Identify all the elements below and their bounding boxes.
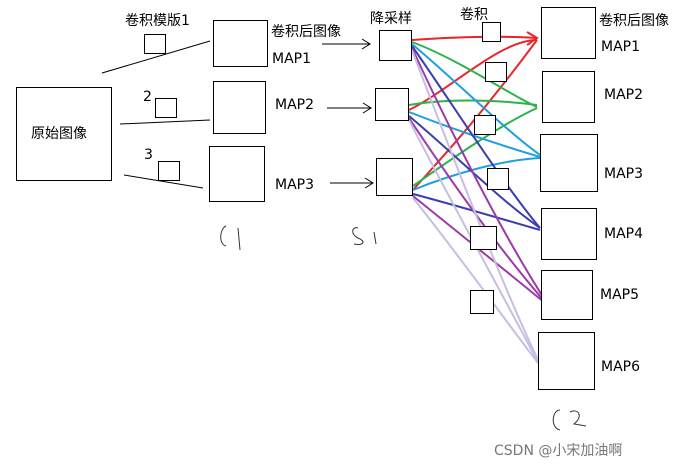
- c2-map-5: [541, 270, 593, 320]
- c2-map-2-label: MAP2: [604, 87, 644, 103]
- s1-header: 降采样: [370, 11, 412, 27]
- kernel-1: [144, 34, 166, 54]
- kernel-2-label: 2: [143, 89, 152, 105]
- handwritten-marks: [220, 225, 587, 431]
- conv-kernel-1: [482, 22, 501, 42]
- kernel-3: [158, 161, 180, 181]
- c2-map-2: [542, 71, 595, 123]
- csdn-watermark: CSDN @小宋加油啊: [494, 443, 623, 459]
- c1-map-3-label: MAP3: [275, 177, 315, 193]
- c1-line-3: [123, 174, 204, 189]
- conv-kernel-4: [487, 168, 509, 190]
- input-image-box: [16, 87, 112, 181]
- c1-line-1: [101, 40, 211, 74]
- conv-kernel-6: [470, 290, 494, 314]
- c1-map-1: [213, 20, 268, 67]
- c1-map-2-label: MAP2: [275, 97, 315, 113]
- c1-line-2: [119, 119, 211, 125]
- c2-output-header: 卷积后图像: [599, 13, 669, 29]
- c2-map-4-label: MAP4: [604, 226, 644, 242]
- s1-map-3: [376, 158, 413, 196]
- c2-map-3: [540, 134, 598, 192]
- c2-map-5-label: MAP5: [600, 287, 640, 303]
- c2-map-1: [541, 7, 596, 59]
- conv-kernel-2: [485, 62, 507, 82]
- kernel-2: [155, 98, 177, 118]
- c1-map-2: [213, 81, 266, 134]
- conv-kernel-3: [474, 115, 496, 135]
- subsample-arrows: [322, 38, 374, 189]
- s1-map-2: [375, 88, 409, 121]
- c2-map-1-label: MAP1: [601, 39, 641, 55]
- c1-map-3: [209, 146, 265, 202]
- c2-map-3-label: MAP3: [604, 166, 644, 182]
- input-image-label: 原始图像: [31, 126, 87, 142]
- c2-map-4: [541, 208, 597, 260]
- c2-map-6-label: MAP6: [601, 359, 641, 375]
- kernel-3-label: 3: [144, 147, 153, 163]
- s1-map-1: [379, 30, 412, 61]
- c1-output-header: 卷积后图像: [271, 24, 341, 40]
- c1-header: 卷积模版1: [125, 13, 190, 29]
- c1-map-1-label: MAP1: [272, 51, 312, 67]
- conv-kernel-5: [470, 226, 497, 250]
- conv-header: 卷积: [460, 7, 488, 23]
- c2-map-6: [538, 332, 595, 390]
